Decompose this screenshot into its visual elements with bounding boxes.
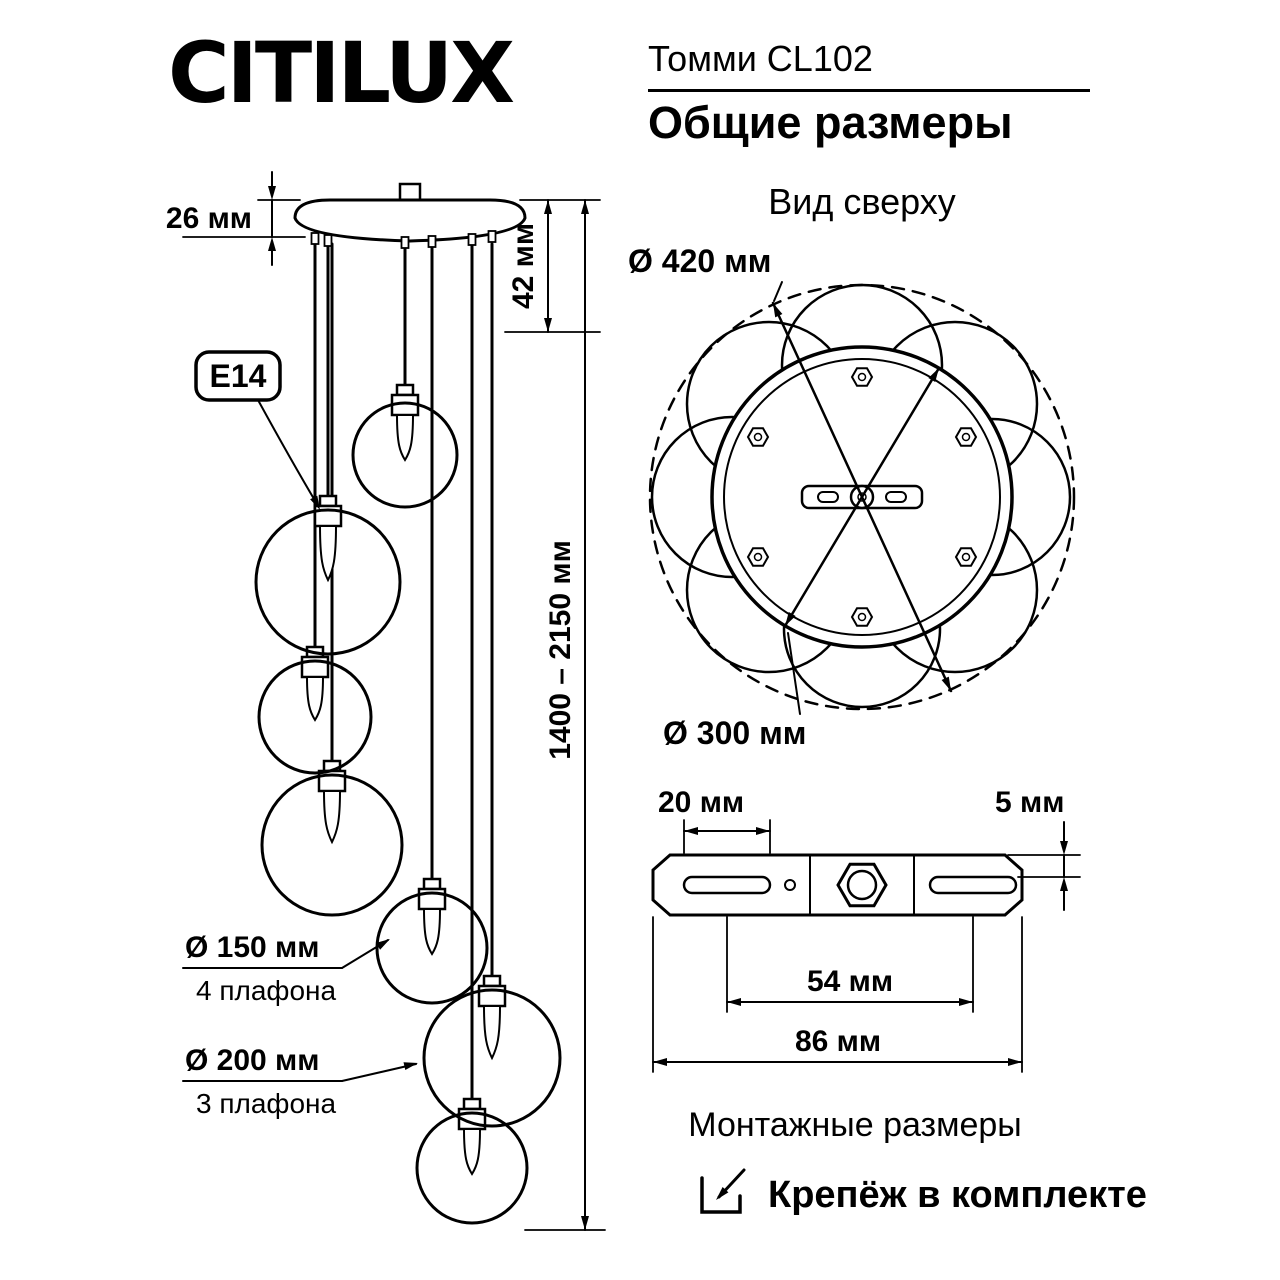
brand-logo: CITILUX	[168, 24, 515, 122]
bracket-drawing: 20 мм 5 мм 54 мм	[651, 786, 1081, 1144]
small-shade-count-label: 4 плафона	[196, 975, 336, 1006]
side-view-drawing: 26 мм 42 мм 1400 – 2150 мм	[166, 171, 606, 1231]
socket-type-label: E14	[210, 358, 267, 394]
overall-diameter-circle	[648, 283, 1076, 711]
dimension-stem-drop: 42 мм	[504, 199, 601, 333]
bracket-caption: Монтажные размеры	[688, 1106, 1021, 1144]
dim-small-shade-label: Ø 150 мм	[185, 931, 319, 964]
fasteners-note: Крепёж в комплекте	[768, 1174, 1147, 1216]
sockets-and-bulbs	[300, 383, 507, 1176]
title-divider	[648, 88, 1090, 92]
glass-globes	[254, 401, 562, 1225]
dimension-thickness: 5 мм	[995, 786, 1081, 911]
pendant-cords	[313, 242, 494, 1103]
dim-stem-height-label: 42 мм	[507, 223, 540, 309]
fasteners-icon	[700, 1168, 746, 1214]
dimension-bracket-length: 86 мм	[652, 916, 1023, 1073]
title-block: Томми CL102 Общие размеры	[648, 36, 1090, 150]
dimension-total-height: 1400 – 2150 мм	[524, 199, 606, 1231]
top-view-drawing: Вид сверху	[628, 181, 1076, 751]
large-shade-count-label: 3 плафона	[196, 1088, 336, 1119]
dim-canopy-thickness-label: 26 мм	[166, 202, 252, 235]
top-view-title: Вид сверху	[768, 181, 956, 222]
dim-canopy-diameter-label: Ø 300 мм	[663, 715, 806, 751]
dim-large-shade-label: Ø 200 мм	[185, 1044, 319, 1077]
dim-hole-spacing-label: 54 мм	[807, 965, 893, 998]
small-shade-callout: Ø 150 мм 4 плафона	[182, 931, 390, 1006]
hex-nuts	[746, 367, 978, 627]
dimension-slot-length: 20 мм	[658, 786, 771, 854]
ceiling-canopy	[293, 182, 527, 249]
footer-note: Крепёж в комплекте	[700, 1168, 1147, 1216]
page-subtitle: Общие размеры	[648, 96, 1013, 148]
diameter-300-arrow: Ø 300 мм	[663, 366, 941, 751]
dim-slot-length-label: 20 мм	[658, 786, 744, 819]
bracket-bar	[651, 853, 1024, 917]
large-shade-callout: Ø 200 мм 3 плафона	[182, 1044, 418, 1119]
model-name: Томми CL102	[648, 38, 873, 79]
dim-thickness-label: 5 мм	[995, 786, 1064, 819]
dimension-canopy-thickness: 26 мм	[166, 171, 306, 266]
dim-total-height-label: 1400 – 2150 мм	[544, 540, 577, 760]
dimension-hole-spacing: 54 мм	[726, 916, 974, 1013]
socket-callout: E14	[194, 350, 320, 510]
dim-bracket-length-label: 86 мм	[795, 1025, 881, 1058]
dim-outer-diameter-label: Ø 420 мм	[628, 243, 771, 279]
